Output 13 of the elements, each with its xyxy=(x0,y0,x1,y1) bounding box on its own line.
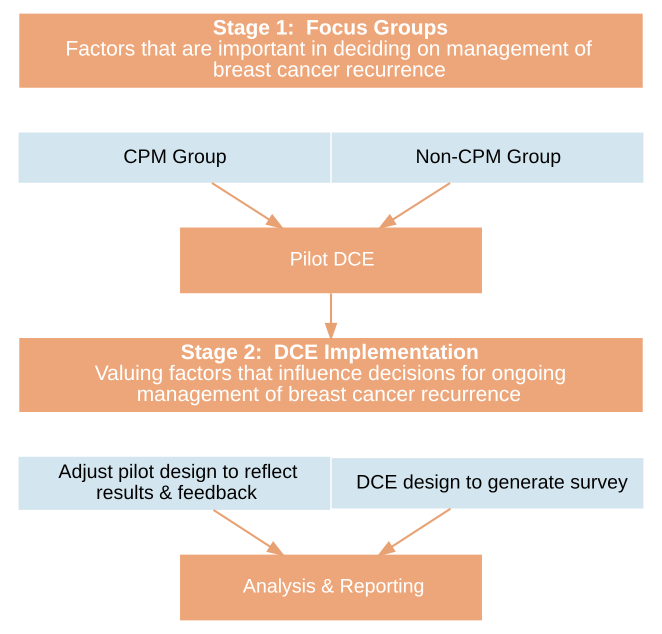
arrow xyxy=(377,508,452,556)
arrow xyxy=(212,509,285,556)
node-box: Pilot DCE xyxy=(180,228,482,294)
node-box: Stage 2: DCE Implementation Valuing factors that influence decisions for ongoing management of breast cancer recurrence xyxy=(19,338,643,412)
node-box: Analysis & Reporting xyxy=(180,554,482,620)
node-box: Non-CPM Group xyxy=(332,132,644,183)
node-box: Stage 1: Focus Groups Factors that are important in deciding on management of breast cancer recurrence xyxy=(19,14,643,88)
node-box: Adjust pilot design to reflect results & feedback xyxy=(18,456,330,510)
arrow xyxy=(211,182,284,230)
node-box: CPM Group xyxy=(18,132,330,183)
node-box: DCE design to generate survey xyxy=(332,458,644,508)
arrow xyxy=(378,182,451,230)
arrow xyxy=(324,294,338,342)
